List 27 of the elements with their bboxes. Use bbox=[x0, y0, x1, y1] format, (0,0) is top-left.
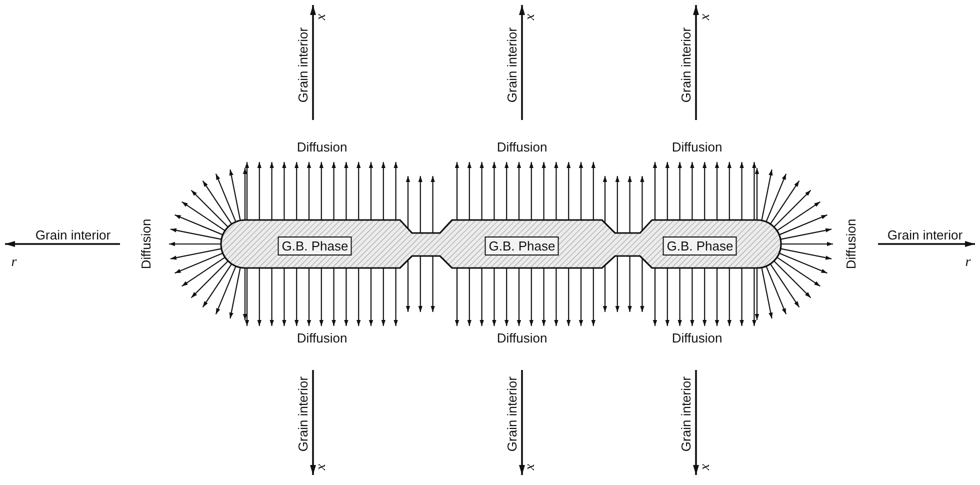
axis-symbol: r bbox=[965, 256, 971, 270]
phase-label-box: G.B. Phase bbox=[662, 236, 738, 256]
axis-label: Grain interior bbox=[887, 228, 963, 242]
axis-symbol: x bbox=[315, 14, 329, 20]
axis-label: Diffusion bbox=[296, 332, 348, 344]
axis-label: Diffusion bbox=[296, 140, 348, 154]
phase-label-box: G.B. Phase bbox=[278, 236, 352, 256]
axis-label: Diffusion bbox=[672, 140, 722, 154]
axis-label: Diffusion bbox=[844, 218, 858, 270]
axis-symbol: r bbox=[11, 256, 17, 270]
axis-symbol: x bbox=[315, 464, 329, 470]
axis-label: Diffusion bbox=[672, 332, 722, 344]
axis-symbol: x bbox=[524, 464, 538, 470]
axis-label: Diffusion bbox=[140, 218, 152, 270]
axis-label: Diffusion bbox=[496, 140, 548, 154]
axis-label: Grain interior bbox=[680, 27, 692, 103]
axis-label: Grain interior bbox=[506, 27, 518, 103]
axis-symbol: x bbox=[699, 14, 713, 20]
phase-label-box: G.B. Phase bbox=[484, 236, 560, 256]
axis-label: Grain interior bbox=[296, 376, 310, 452]
axis-label: Grain interior bbox=[506, 376, 518, 452]
axis-label: Grain interior bbox=[35, 228, 111, 242]
axis-label: Diffusion bbox=[496, 332, 548, 344]
axis-label: Grain interior bbox=[296, 27, 310, 103]
axis-label: Grain interior bbox=[680, 376, 692, 452]
axis-symbol: x bbox=[699, 464, 713, 470]
axis-symbol: x bbox=[524, 14, 538, 20]
